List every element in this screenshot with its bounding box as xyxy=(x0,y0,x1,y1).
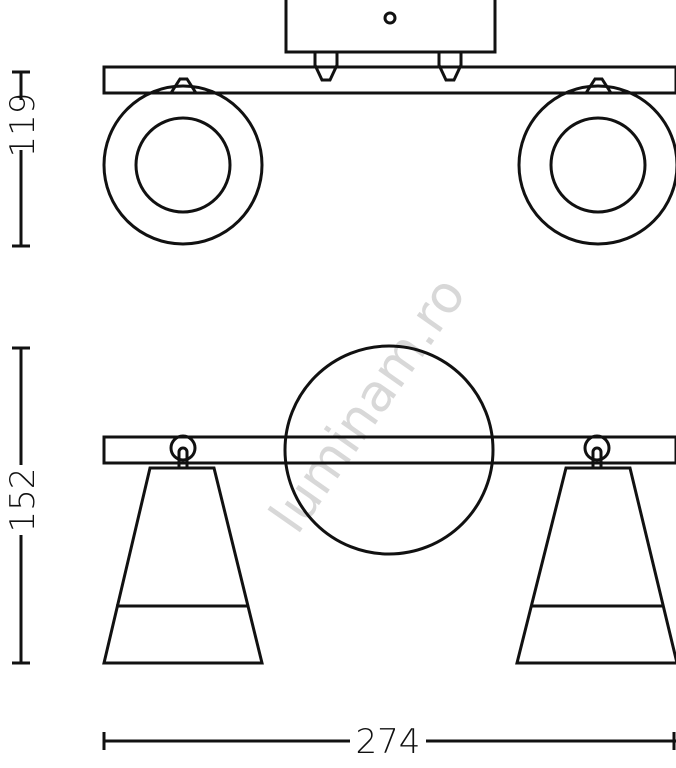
spot-inner-right xyxy=(549,116,647,214)
spot-inner-left xyxy=(134,116,232,214)
dim-width: 274 xyxy=(356,722,421,762)
front-view xyxy=(102,344,676,665)
top-bar xyxy=(102,65,676,95)
front-bar xyxy=(102,435,676,465)
shade-left xyxy=(102,466,264,665)
ring-right xyxy=(583,434,611,462)
wall-plate xyxy=(283,344,495,556)
shade-right xyxy=(515,466,676,665)
dimension-lines: 119 152 274 xyxy=(3,70,676,762)
stem-right xyxy=(591,446,603,468)
spot-outer-right xyxy=(517,84,676,246)
spot-outer-left xyxy=(102,84,264,246)
ring-left xyxy=(169,434,197,462)
dim-height-front: 152 xyxy=(3,468,43,533)
pin-left xyxy=(313,52,339,82)
stem-left xyxy=(177,446,189,468)
mount-hole xyxy=(383,11,397,25)
ceiling-box xyxy=(284,0,497,54)
dim-height-top: 119 xyxy=(3,93,43,158)
top-view xyxy=(102,0,676,246)
pin-right xyxy=(437,52,463,82)
